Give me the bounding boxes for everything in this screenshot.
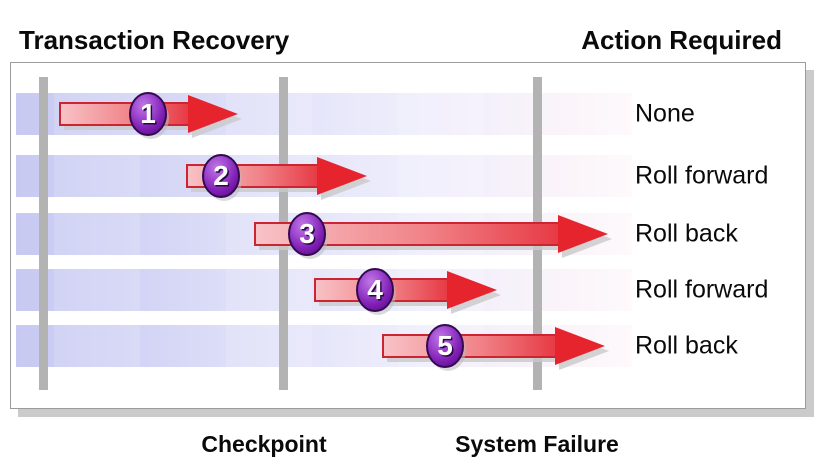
step-badge-2 [202,154,240,198]
action-required-title: Action Required [581,25,782,55]
action-label-1: None [635,99,695,128]
badge-number-shadow: 4 [369,276,385,307]
badge-number-shadow: 1 [142,100,158,131]
badge-number-shadow: 2 [215,162,231,193]
step-badge-3 [288,212,326,256]
arrow-head-4 [447,271,497,309]
arrow-head-3 [558,215,608,253]
badge-number-5: 5 [437,330,453,361]
badge-number-4: 4 [367,274,383,305]
badge-number-1: 1 [140,98,156,129]
timeline-start-bar [39,77,48,390]
page-title: Transaction Recovery [19,25,290,55]
axis-label-0: Checkpoint [201,431,327,457]
action-label-4: Roll forward [635,275,769,304]
arrow-head-1 [188,95,238,133]
badge-number-shadow: 3 [301,220,317,251]
badge-number-3: 3 [299,218,315,249]
action-label-3: Roll back [635,219,738,248]
step-badge-5 [426,324,464,368]
action-label-2: Roll forward [635,161,769,190]
badge-number-shadow: 5 [439,332,455,363]
arrow-head-2 [317,157,367,195]
step-badge-4 [356,268,394,312]
badge-number-2: 2 [213,160,229,191]
action-label-5: Roll back [635,331,738,360]
axis-label-1: System Failure [455,431,619,457]
step-badge-1 [129,92,167,136]
arrow-head-5 [555,327,605,365]
